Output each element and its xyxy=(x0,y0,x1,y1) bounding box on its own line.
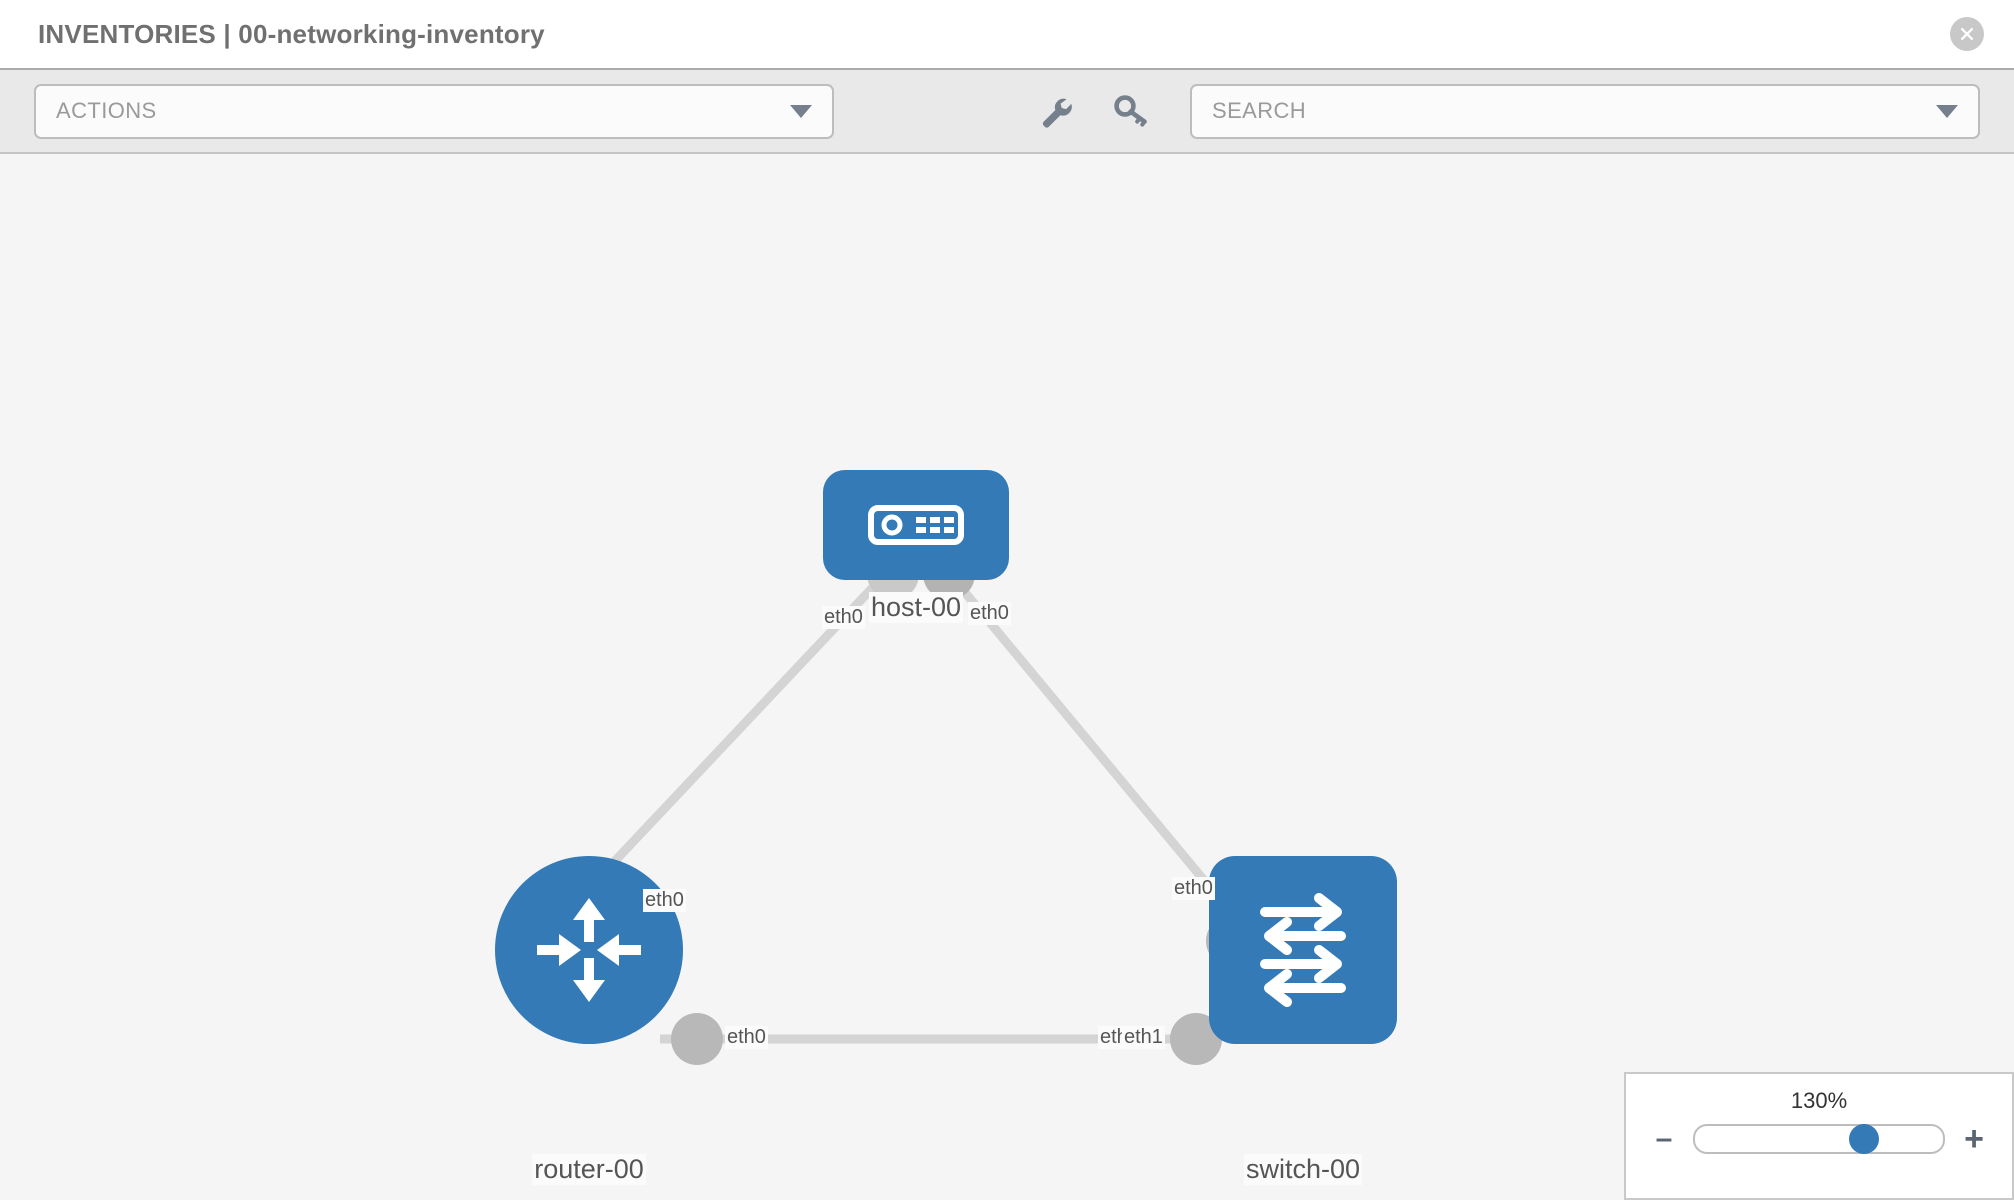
iface-label-host-left: eth0 xyxy=(822,606,865,629)
topology-canvas[interactable]: host-00 router-00 xyxy=(0,154,2014,1200)
page-header: INVENTORIES | 00-networking-inventory xyxy=(0,0,2014,68)
zoom-slider-row: – + xyxy=(1626,1122,2012,1156)
interface-nubs xyxy=(671,548,1258,1065)
node-router-00[interactable] xyxy=(495,856,683,1044)
iface-label-host-right: eth0 xyxy=(968,602,1011,625)
wrench-glyph xyxy=(1042,98,1072,128)
zoom-out-button[interactable]: – xyxy=(1655,1122,1673,1155)
toolbar: ACTIONS SEARCH xyxy=(0,68,2014,154)
actions-dropdown[interactable]: ACTIONS xyxy=(34,83,834,139)
iface-label-switch-uplink: eth0 xyxy=(1172,877,1215,900)
switch-arrows-icon xyxy=(1260,893,1346,1007)
zoom-slider-thumb[interactable] xyxy=(1848,1124,1879,1154)
zoom-in-button[interactable]: + xyxy=(1964,1120,1984,1158)
iface-label-router-uplink: eth0 xyxy=(643,889,686,912)
zoom-control-panel: 130% – + xyxy=(1624,1072,2014,1200)
toolbar-icon-group xyxy=(1034,90,1152,132)
topology-graph xyxy=(561,548,1258,1065)
node-switch-00[interactable] xyxy=(1209,856,1397,1044)
wrench-icon[interactable] xyxy=(1034,90,1076,132)
key-glyph xyxy=(1114,95,1147,127)
actions-dropdown-label: ACTIONS xyxy=(56,98,157,123)
search-input[interactable]: SEARCH xyxy=(1190,83,1980,139)
page-title: INVENTORIES | 00-networking-inventory xyxy=(38,18,545,49)
iface-label-switch-eth1: eth1 xyxy=(1122,1026,1165,1049)
server-icon xyxy=(868,505,964,545)
zoom-slider-track[interactable] xyxy=(1693,1124,1945,1154)
router-arrows-icon xyxy=(537,898,641,1002)
iface-label-router-eth0: eth0 xyxy=(725,1026,768,1049)
chevron-down-icon[interactable] xyxy=(1936,104,1958,118)
zoom-level-value: 130% xyxy=(1790,1088,1848,1113)
chevron-down-icon xyxy=(790,104,812,118)
key-icon[interactable] xyxy=(1110,90,1152,132)
search-placeholder: SEARCH xyxy=(1212,98,1307,123)
node-host-00[interactable] xyxy=(823,470,1009,580)
close-x-glyph xyxy=(1960,27,1974,41)
close-icon[interactable] xyxy=(1950,17,1984,51)
